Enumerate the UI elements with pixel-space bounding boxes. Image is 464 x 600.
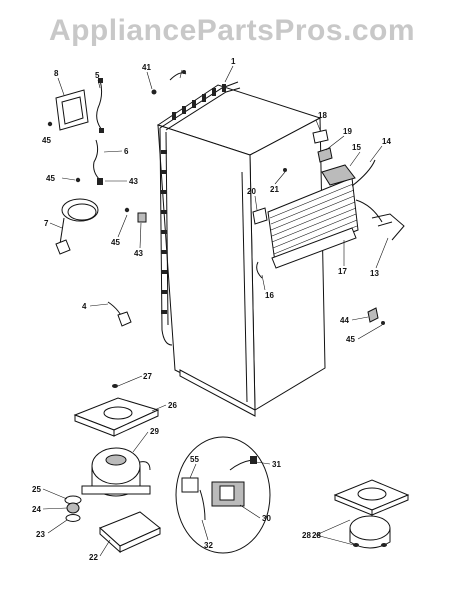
screws <box>47 89 385 325</box>
condenser-coil-tubing <box>159 81 241 346</box>
label-part-14: 14 <box>382 137 391 146</box>
label-part-27: 27 <box>143 372 152 381</box>
label-part-45-a: 45 <box>42 136 51 145</box>
label-part-30: 30 <box>262 514 271 523</box>
drain-pan-part26 <box>73 384 160 437</box>
relay-detail-circle <box>175 436 271 554</box>
label-part-16: 16 <box>265 291 274 300</box>
grommet-parts-23-25 <box>64 495 82 522</box>
label-part-55: 55 <box>190 455 199 464</box>
compressor-assembly-part28 <box>333 479 410 549</box>
label-part-25: 25 <box>32 485 41 494</box>
label-part-7: 7 <box>44 219 49 228</box>
label-part-28-b: 28 <box>312 531 321 540</box>
base-tray-part22 <box>99 511 161 554</box>
label-part-44: 44 <box>340 316 349 325</box>
label-part-15: 15 <box>352 143 361 152</box>
label-part-17: 17 <box>338 267 347 276</box>
label-part-26: 26 <box>168 401 177 410</box>
label-part-13: 13 <box>370 269 379 278</box>
label-part-19: 19 <box>343 127 352 136</box>
label-part-45-c: 45 <box>111 238 120 247</box>
label-part-41: 41 <box>142 63 151 72</box>
label-part-23: 23 <box>36 530 45 539</box>
label-part-32: 32 <box>204 541 213 550</box>
label-part-8: 8 <box>54 69 59 78</box>
part-number-labels: 1 8 5 41 45 6 45 43 7 45 43 4 18 19 15 1… <box>32 57 391 562</box>
light-shield-part8 <box>55 89 89 131</box>
leader-lines <box>42 65 389 557</box>
label-part-22: 22 <box>89 553 98 562</box>
label-part-31: 31 <box>272 460 281 469</box>
label-part-43-b: 43 <box>134 249 143 258</box>
bracket-part41 <box>169 70 187 81</box>
label-part-1: 1 <box>231 57 236 66</box>
label-part-6: 6 <box>124 147 129 156</box>
cord-part7 <box>55 198 99 255</box>
label-part-18: 18 <box>318 111 327 120</box>
clip-part43 <box>137 212 147 223</box>
drain-tube-part4 <box>107 301 132 327</box>
label-part-28-a: 28 <box>302 531 311 540</box>
label-part-45-b: 45 <box>46 174 55 183</box>
evaporator-assembly <box>267 159 383 269</box>
part44-clip <box>367 307 379 323</box>
parts-18-21 <box>252 129 333 279</box>
watermark-text: AppliancePartsPros.com <box>48 14 416 47</box>
label-part-4: 4 <box>82 302 87 311</box>
wire-harness-part5 <box>96 78 104 133</box>
label-part-45-d: 45 <box>346 335 355 344</box>
label-part-21: 21 <box>270 185 279 194</box>
label-part-24: 24 <box>32 505 41 514</box>
part13-thermistor <box>371 213 405 241</box>
label-part-29: 29 <box>150 427 159 436</box>
label-part-43-a: 43 <box>129 177 138 186</box>
label-part-20: 20 <box>247 187 256 196</box>
wire-part6 <box>93 139 103 185</box>
label-part-5: 5 <box>95 71 100 80</box>
compressor-part29 <box>81 447 151 497</box>
